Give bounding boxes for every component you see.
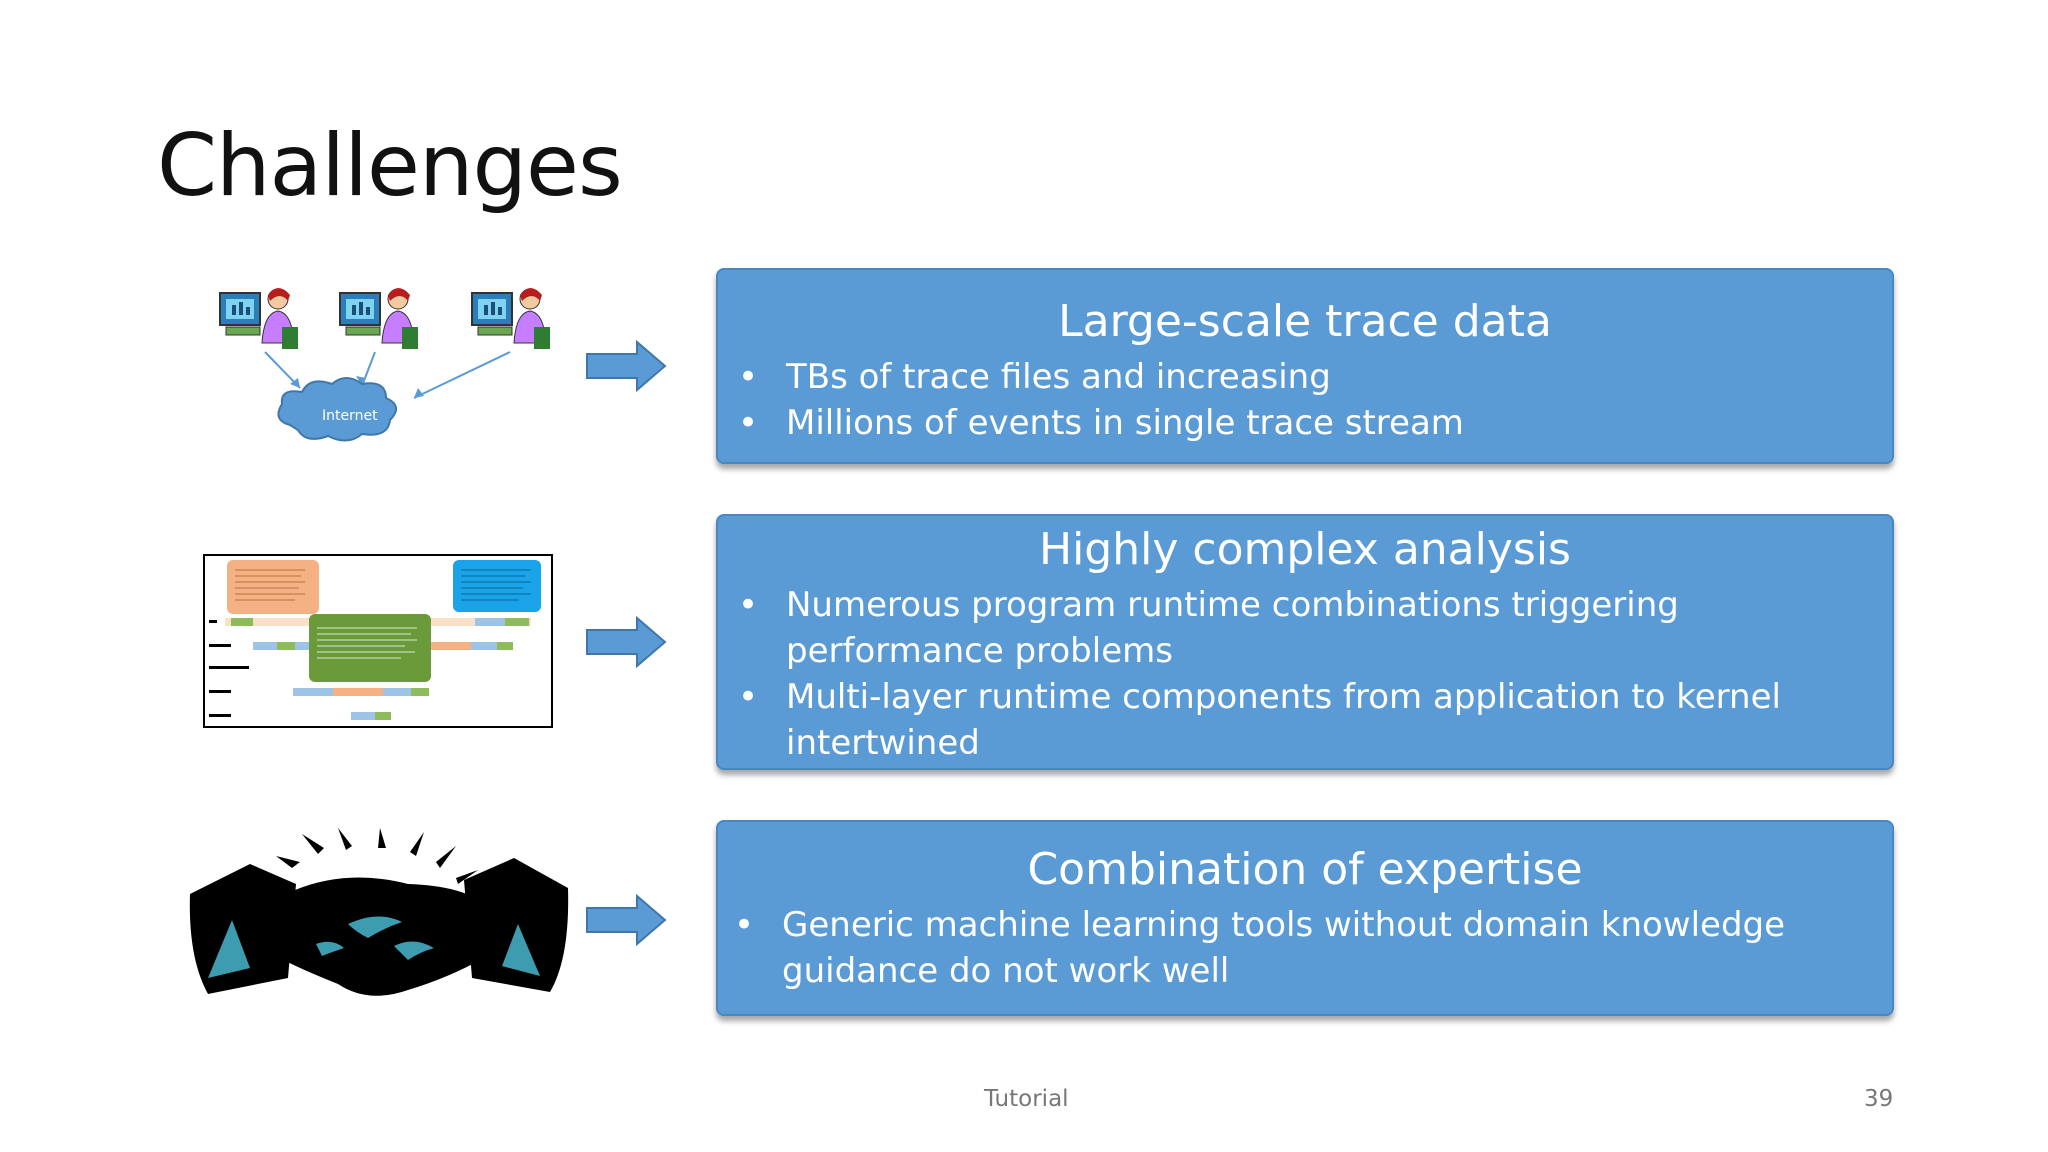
bullet-list: Generic machine learning tools without d… <box>718 902 1892 994</box>
slide-title: Challenges <box>157 116 623 216</box>
challenge-box-trace-data: Large-scale trace data TBs of trace file… <box>716 268 1894 464</box>
bullet-item: TBs of trace files and increasing <box>718 354 1892 400</box>
bullet-item: Numerous program runtime combinations tr… <box>718 582 1892 674</box>
trace-timeline-diagram <box>203 554 553 728</box>
bullet-list: TBs of trace files and increasing Millio… <box>718 354 1892 446</box>
handshake-icon <box>189 828 569 996</box>
bullet-item: Multi-layer runtime components from appl… <box>718 674 1892 766</box>
box-heading: Combination of expertise <box>1027 844 1583 895</box>
challenge-box-expertise: Combination of expertise Generic machine… <box>716 820 1894 1016</box>
right-arrow-icon <box>586 616 667 668</box>
computer-user-icon <box>339 288 418 349</box>
footer-label: Tutorial <box>984 1086 1069 1112</box>
box-heading: Highly complex analysis <box>1039 524 1571 575</box>
computer-user-icon <box>471 288 550 349</box>
right-arrow-icon <box>586 340 667 392</box>
challenge-box-complex-analysis: Highly complex analysis Numerous program… <box>716 514 1894 770</box>
cloud-icon <box>277 377 397 442</box>
computer-user-icon <box>219 288 298 349</box>
bullet-list: Numerous program runtime combinations tr… <box>718 582 1892 766</box>
right-arrow-icon <box>586 894 667 946</box>
bullet-item: Millions of events in single trace strea… <box>718 400 1892 446</box>
bullet-item: Generic machine learning tools without d… <box>718 902 1892 994</box>
cloud-label: Internet <box>322 408 378 424</box>
computer-users-network-icon <box>219 288 550 442</box>
page-number: 39 <box>1864 1086 1894 1112</box>
box-heading: Large-scale trace data <box>1058 296 1552 347</box>
